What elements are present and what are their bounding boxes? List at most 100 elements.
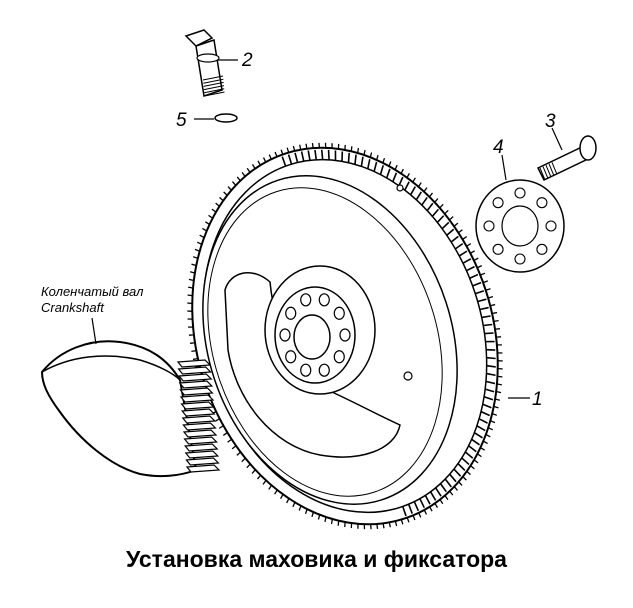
- plate-inner: [501, 205, 539, 247]
- rim-tooth: [454, 242, 464, 250]
- crank-gear-tooth: [181, 415, 217, 424]
- lock-plate: [475, 179, 565, 273]
- gear-tooth: [192, 357, 199, 361]
- flywheel-bolt: [536, 135, 597, 181]
- gear-tooth: [497, 367, 503, 370]
- gear-tooth: [317, 514, 321, 520]
- gear-tooth: [191, 349, 197, 353]
- gear-tooth: [482, 280, 489, 284]
- gear-tooth: [494, 328, 501, 330]
- gear-tooth: [223, 191, 228, 196]
- gear-tooth: [428, 192, 434, 198]
- rim-tooth: [402, 506, 407, 517]
- rim-tooth: [287, 154, 293, 165]
- gear-tooth: [350, 146, 353, 152]
- rim-tooth: [441, 221, 450, 230]
- gear-tooth: [458, 481, 463, 486]
- gear-tooth: [227, 438, 232, 443]
- gear-tooth: [196, 241, 203, 245]
- rim-tooth: [347, 152, 351, 163]
- gear-tooth: [274, 489, 278, 495]
- gear-tooth: [231, 445, 237, 450]
- rim-tooth: [385, 168, 391, 179]
- gear-tooth: [268, 154, 272, 160]
- rim-tooth: [469, 273, 479, 279]
- gear-tooth: [417, 182, 422, 188]
- rim-tooth: [367, 159, 371, 169]
- gear-tooth: [299, 144, 302, 150]
- rim-tooth: [468, 445, 477, 453]
- gear-tooth: [337, 520, 340, 526]
- gear-tooth: [236, 451, 241, 456]
- rim-gear-band: [281, 149, 496, 517]
- bolt-thread-line: [539, 167, 546, 181]
- pin-flange: [196, 53, 220, 63]
- gear-tooth: [192, 256, 199, 260]
- rim-tooth: [450, 235, 459, 243]
- gear-tooth: [211, 208, 217, 213]
- gear-tooth: [480, 446, 486, 451]
- rim-tooth: [294, 152, 299, 163]
- gear-tooth: [394, 520, 398, 527]
- gear-tooth: [204, 221, 210, 226]
- gear-tooth: [280, 149, 284, 155]
- plate-hole: [536, 243, 548, 255]
- hub-hole: [318, 363, 330, 377]
- rim-tooth: [415, 191, 422, 201]
- gear-tooth: [400, 519, 404, 525]
- flywheel-face-ring: [207, 187, 443, 497]
- gear-tooth: [219, 196, 224, 202]
- hub-hole: [318, 293, 330, 307]
- rim-tooth: [483, 396, 494, 401]
- rim-tooth: [327, 149, 330, 160]
- bolt-thread-line: [545, 165, 552, 178]
- rim-tooth: [484, 332, 494, 335]
- rim-tooth: [300, 151, 305, 162]
- rim-tooth: [462, 258, 472, 264]
- rim-tooth: [439, 483, 447, 493]
- rim-tooth: [473, 432, 483, 439]
- crank-gear-tooth: [181, 408, 216, 417]
- pin-thread-line: [204, 91, 225, 97]
- crank-gear-tooth: [184, 450, 220, 459]
- gear-tooth: [394, 164, 398, 170]
- gear-tooth: [324, 516, 327, 523]
- gear-tooth: [423, 187, 428, 193]
- plate-hole: [514, 253, 526, 265]
- hub-hole: [285, 350, 297, 364]
- flywheel: [187, 142, 503, 530]
- gear-tooth: [449, 490, 454, 496]
- plate-hole: [536, 197, 548, 209]
- gear-tooth: [208, 214, 214, 219]
- rim-tooth: [480, 410, 490, 417]
- rim-tooth: [426, 202, 434, 212]
- gear-tooth: [187, 294, 193, 297]
- gear-tooth: [493, 405, 499, 409]
- gear-tooth: [439, 203, 444, 209]
- rim-tooth: [281, 156, 287, 167]
- gear-tooth: [444, 495, 449, 500]
- crankshaft-body: [40, 340, 198, 478]
- gear-tooth: [292, 502, 296, 508]
- hub-hole: [279, 328, 291, 342]
- bolt-thread-line: [548, 163, 555, 176]
- gear-tooth: [476, 265, 483, 269]
- gear-tooth: [202, 227, 208, 232]
- rim-tooth: [419, 498, 425, 509]
- gear-tooth: [490, 420, 496, 424]
- hub-hole: [333, 306, 345, 320]
- rim-tooth: [409, 186, 416, 196]
- crank-gear-tooth: [178, 373, 213, 382]
- gear-tooth: [188, 286, 194, 289]
- rim-tooth: [354, 154, 357, 165]
- rim-tooth: [481, 315, 491, 319]
- gear-tooth: [298, 505, 302, 511]
- label-part-4: 4: [493, 137, 504, 158]
- rim-tooth: [479, 306, 489, 311]
- gear-tooth: [449, 216, 454, 221]
- bolt-thread-line: [542, 166, 549, 179]
- gear-tooth: [199, 234, 205, 239]
- rim-tooth: [477, 298, 487, 303]
- gear-tooth: [246, 167, 251, 173]
- crank-gear-tooth: [182, 429, 218, 438]
